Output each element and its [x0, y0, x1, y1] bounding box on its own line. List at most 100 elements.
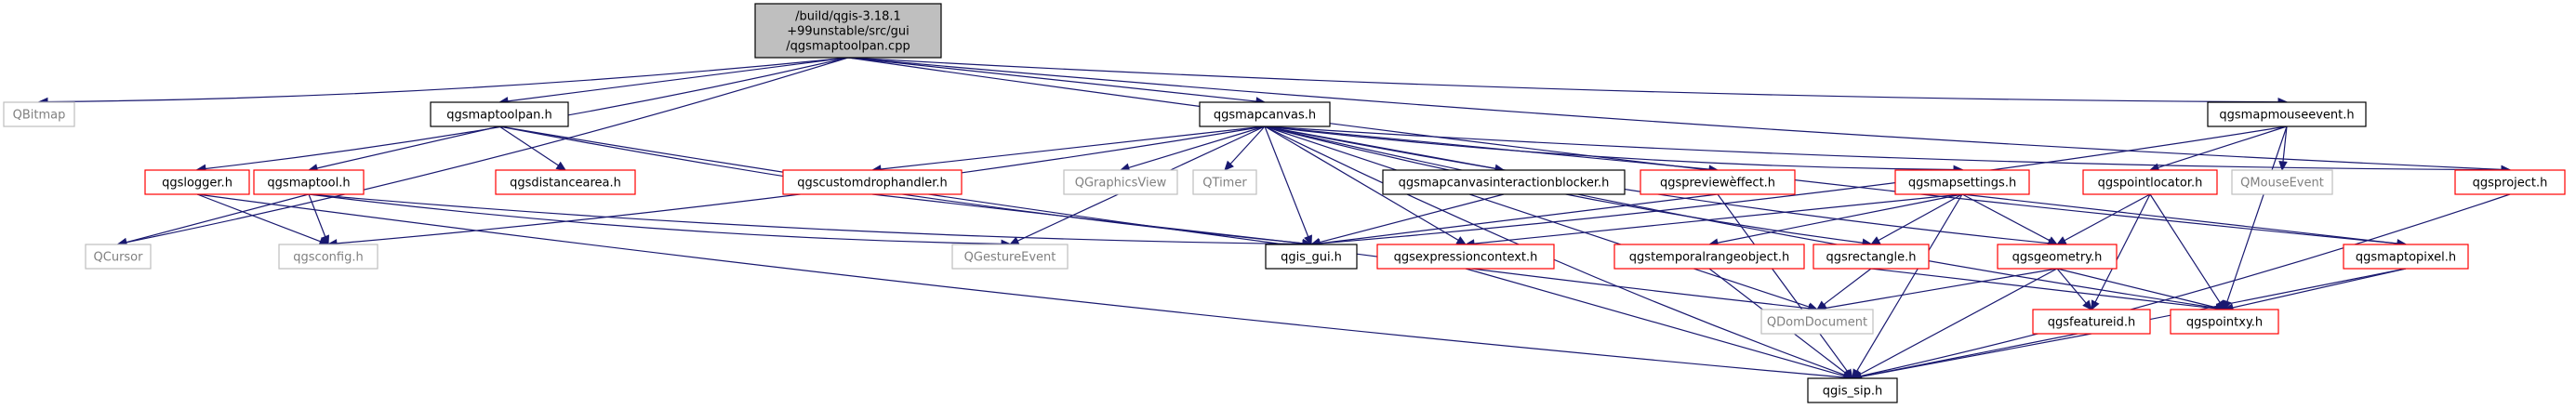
arrowhead-qgsmapcanvas_h-to-qgsexpressioncontext_h	[1455, 236, 1467, 245]
node-qgspreviewe_h[interactable]: qgspreviewèffect.h	[1640, 169, 1796, 195]
node-box-qgslogger_h	[144, 169, 250, 195]
edge-qgsmapcanvas_h-to-qgsmapsettings_h	[1264, 125, 1955, 171]
node-qgsconfig_h: qgsconfig.h	[278, 244, 378, 270]
node-qgsmapmouseevent_h[interactable]: qgsmapmouseevent.h	[2207, 101, 2367, 127]
node-label-qgsgeometry_h: qgsgeometry.h	[2012, 251, 2103, 265]
edge-qgsmapsettings_h-to-qgsexpressioncontext_h	[1473, 193, 1963, 244]
node-qgsexpressioncontext_h[interactable]: qgsexpressioncontext.h	[1376, 244, 1555, 270]
node-label-qgsrectangle_h: qgsrectangle.h	[1826, 251, 1916, 265]
node-qgsdistancearea_h[interactable]: qgsdistancearea.h	[495, 169, 636, 195]
edge-qgsmaptool_h-to-QGestureEvent	[308, 193, 1003, 244]
node-label-qgsmaptopixel_h: qgsmaptopixel.h	[2356, 251, 2456, 265]
edge-qgsmapmouseevent_h-to-qgspointxy_h	[2226, 125, 2288, 302]
node-root[interactable]: /build/qgis-3.18.1+99unstable/src/gui/qg…	[754, 3, 942, 59]
node-label-qgsfeatureid_h: qgsfeatureid.h	[2048, 316, 2135, 330]
node-qgsmapsettings_h[interactable]: qgsmapsettings.h	[1894, 169, 2030, 195]
edge-qgsmapcanvas_h-to-qgspreviewe_h	[1264, 125, 1710, 170]
node-box-qgsrectangle_h	[1812, 244, 1930, 270]
node-qgis_sip_h[interactable]: qgis_sip.h	[1807, 377, 1898, 403]
node-label-qgsconfig_h: qgsconfig.h	[293, 251, 363, 265]
node-qgsfeatureid_h[interactable]: qgsfeatureid.h	[2032, 309, 2151, 335]
node-label-qgis_sip_h: qgis_sip.h	[1823, 385, 1882, 399]
node-label-QMouseEvent: QMouseEvent	[2240, 177, 2324, 191]
edge-qgsmapsettings_h-to-qgsrectangle_h	[1878, 193, 1963, 242]
node-qgspointlocator_h[interactable]: qgspointlocator.h	[2082, 169, 2218, 195]
node-label-QTimer: QTimer	[1202, 177, 1247, 191]
node-qgsproject_h[interactable]: qgsproject.h	[2454, 169, 2566, 195]
node-QTimer: QTimer	[1192, 169, 1257, 195]
edge-qgsmaptopixel_h-to-qgspointxy_h	[2232, 268, 2407, 309]
edge-qgsgeometry_h-to-QDomDocument	[1825, 268, 2058, 310]
node-qgsmapcanvasinteractionblocker_h[interactable]: qgsmapcanvasinteractionblocker.h	[1382, 169, 1626, 195]
edge-qgsexpressioncontext_h-to-qgis_sip_h	[1465, 268, 1845, 377]
node-box-QMouseEvent	[2231, 169, 2333, 195]
node-label-qgspointlocator_h: qgspointlocator.h	[2098, 177, 2203, 191]
node-qgscustomdrophandler_h[interactable]: qgscustomdrophandler.h	[782, 169, 963, 195]
edge-qgsmapcanvas_h-to-qgis_gui_h	[1264, 125, 1309, 237]
node-box-qgsmapcanvasinteractionblocker_h	[1382, 169, 1626, 195]
edge-qgsmapcanvasinteractionblocker_h-to-qgis_gui_h	[1319, 193, 1505, 244]
node-box-qgsmapsettings_h	[1894, 169, 2030, 195]
node-box-QCursor	[85, 244, 152, 270]
edge-root-to-qgsmapmouseevent_h	[847, 57, 2279, 103]
node-label-qgis_gui_h: qgis_gui.h	[1281, 251, 1342, 265]
edge-qgsmapmouseevent_h-to-QMouseEvent	[2282, 125, 2288, 163]
node-label-root: /build/qgis-3.18.1	[795, 10, 901, 24]
node-box-qgstemporalrangeobject_h	[1613, 244, 1805, 270]
node-qgis_gui_h[interactable]: qgis_gui.h	[1265, 244, 1358, 270]
node-label-root: /qgsmaptoolpan.cpp	[786, 40, 910, 54]
edge-qgsmapcanvas_h-to-qgspointxy_h	[1264, 125, 2217, 309]
arrowhead-qgstemporalrangeobject_h-to-qgis_sip_h	[1842, 369, 1853, 379]
node-label-qgslogger_h: qgslogger.h	[162, 177, 232, 191]
node-label-qgsexpressioncontext_h: qgsexpressioncontext.h	[1394, 251, 1538, 265]
node-qgsmaptopixel_h[interactable]: qgsmaptopixel.h	[2343, 244, 2469, 270]
node-qgsmaptool_h[interactable]: qgsmaptool.h	[253, 169, 365, 195]
node-box-qgsmaptopixel_h	[2343, 244, 2469, 270]
edge-qgsmapsettings_h-to-qgsmaptopixel_h	[1961, 193, 2398, 244]
arrowhead-qgsmapcanvas_h-to-QGestureEvent	[1008, 236, 1020, 245]
node-qgsrectangle_h[interactable]: qgsrectangle.h	[1812, 244, 1930, 270]
node-label-qgscustomdrophandler_h: qgscustomdrophandler.h	[797, 177, 948, 191]
node-QGestureEvent: QGestureEvent	[951, 244, 1069, 270]
edge-qgslogger_h-to-qgsconfig_h	[196, 193, 321, 243]
arrowhead-qgsmapmouseevent_h-to-QMouseEvent	[2278, 161, 2288, 172]
edge-qgsmapcanvas_h-to-QTimer	[1229, 125, 1266, 165]
node-box-qgscustomdrophandler_h	[782, 169, 963, 195]
node-QGraphicsView: QGraphicsView	[1063, 169, 1178, 195]
node-qgsmapcanvas_h[interactable]: qgsmapcanvas.h	[1199, 101, 1331, 127]
edge-qgsmaptoolpan_h-to-qgsdistancearea_h	[498, 125, 559, 166]
node-label-qgsmapsettings_h: qgsmapsettings.h	[1908, 177, 2016, 191]
arrowhead-qgsmapcanvas_h-to-qgis_gui_h	[1304, 234, 1312, 246]
node-label-qgstemporalrangeobject_h: qgstemporalrangeobject.h	[1629, 251, 1789, 265]
edge-qgsrectangle_h-to-qgspointxy_h	[1870, 268, 2217, 310]
node-box-qgsproject_h	[2454, 169, 2566, 195]
node-label-qgsdistancearea_h: qgsdistancearea.h	[510, 177, 621, 191]
arrowhead-qgsmaptoolpan_h-to-qgsdistancearea_h	[555, 161, 567, 171]
node-qgsgeometry_h[interactable]: qgsgeometry.h	[1997, 244, 2118, 270]
node-box-qgsdistancearea_h	[495, 169, 636, 195]
arrowhead-qgsmapsettings_h-to-qgsrectangle_h	[1869, 236, 1881, 245]
node-box-qgsmaptool_h	[253, 169, 365, 195]
edge-qgsgeometry_h-to-qgspointxy_h	[2056, 268, 2217, 309]
node-box-qgspointlocator_h	[2082, 169, 2218, 195]
node-QCursor: QCursor	[85, 244, 152, 270]
edge-qgsmapsettings_h-to-qgis_sip_h	[1856, 193, 1963, 372]
node-qgspointxy_h[interactable]: qgspointxy.h	[2170, 309, 2279, 335]
node-label-QGraphicsView: QGraphicsView	[1075, 177, 1167, 191]
node-label-qgsmapcanvasinteractionblocker_h: qgsmapcanvasinteractionblocker.h	[1399, 177, 1610, 191]
arrowhead-qgsmapcanvas_h-to-QTimer	[1224, 160, 1234, 171]
edge-qgspreviewe_h-to-qgis_gui_h	[1319, 193, 1719, 244]
edge-qgsmapsettings_h-to-qgstemporalrangeobject_h	[1717, 193, 1963, 244]
node-qgstemporalrangeobject_h[interactable]: qgstemporalrangeobject.h	[1613, 244, 1805, 270]
node-qgsmaptoolpan_h[interactable]: qgsmaptoolpan.h	[430, 101, 569, 127]
node-label-QCursor: QCursor	[94, 251, 144, 265]
node-QBitmap: QBitmap	[3, 101, 75, 127]
edge-qgspointlocator_h-to-qgsgeometry_h	[2064, 193, 2151, 242]
edge-root-to-qgsmaptopixel_h	[847, 57, 2398, 244]
arrowhead-qgsmaptool_h-to-qgsconfig_h	[321, 234, 330, 246]
node-qgslogger_h[interactable]: qgslogger.h	[144, 169, 250, 195]
node-QDomDocument: QDomDocument	[1760, 309, 1874, 335]
node-label-qgspreviewe_h: qgspreviewèffect.h	[1660, 177, 1775, 191]
node-box-QGestureEvent	[951, 244, 1069, 270]
